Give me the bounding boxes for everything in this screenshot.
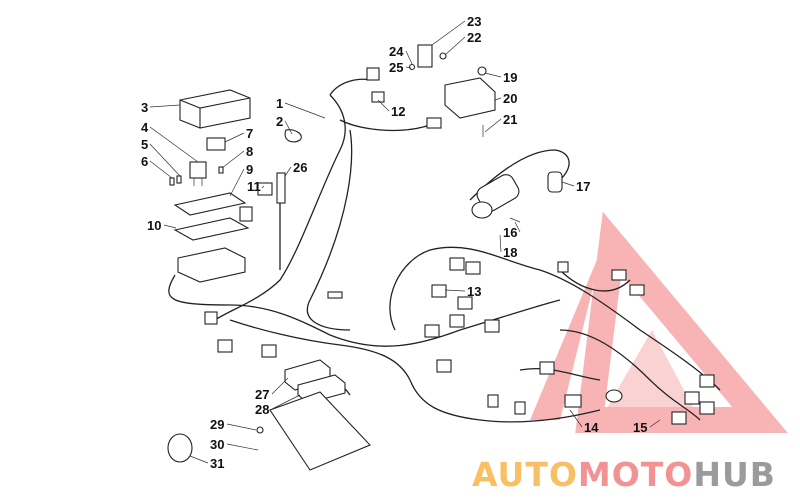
screw bbox=[256, 426, 264, 434]
screw bbox=[509, 217, 521, 223]
harness-connectors bbox=[204, 257, 715, 425]
callout-15: 15 bbox=[633, 420, 647, 435]
callout-8: 8 bbox=[246, 144, 253, 159]
callout-24: 24 bbox=[389, 44, 404, 59]
grommet bbox=[284, 129, 302, 143]
watermark-text: AUTOMOTOHUB bbox=[472, 456, 776, 494]
wiring-harness bbox=[168, 78, 721, 423]
watermark-moto: MOTO bbox=[577, 455, 694, 494]
callout-2: 2 bbox=[276, 114, 283, 129]
leader-line bbox=[149, 104, 181, 108]
relay-cover bbox=[206, 137, 226, 151]
callout-26: 26 bbox=[293, 160, 307, 175]
leader-line bbox=[484, 72, 502, 78]
leader-line bbox=[226, 423, 257, 431]
leader-line bbox=[261, 185, 265, 189]
leader-line bbox=[514, 221, 521, 233]
callout-4: 4 bbox=[141, 120, 149, 135]
leader-line bbox=[499, 234, 502, 253]
callout-3: 3 bbox=[141, 100, 148, 115]
fuse-box-base bbox=[177, 247, 246, 283]
sensor bbox=[276, 172, 286, 204]
callout-20: 20 bbox=[503, 91, 517, 106]
callout-11: 11 bbox=[247, 179, 261, 194]
callout-29: 29 bbox=[210, 417, 224, 432]
callout-23: 23 bbox=[467, 14, 481, 29]
callout-10: 10 bbox=[147, 218, 161, 233]
leader-line bbox=[229, 168, 245, 197]
callout-22: 22 bbox=[467, 30, 481, 45]
connector bbox=[371, 91, 385, 103]
screw bbox=[408, 63, 416, 71]
callout-31: 31 bbox=[210, 456, 224, 471]
leader-line bbox=[163, 224, 177, 229]
bracket bbox=[417, 44, 433, 68]
leader-line bbox=[226, 443, 259, 451]
callout-21: 21 bbox=[503, 112, 517, 127]
leader-line bbox=[569, 409, 583, 428]
cable-tie bbox=[167, 433, 193, 463]
leader-line bbox=[377, 99, 390, 112]
leader-line bbox=[224, 132, 245, 143]
leader-line bbox=[405, 66, 412, 69]
connector bbox=[239, 206, 253, 222]
connector bbox=[366, 67, 380, 81]
voltage-regulator bbox=[444, 77, 496, 119]
leader-line bbox=[149, 143, 181, 177]
leader-line bbox=[561, 181, 575, 187]
callout-30: 30 bbox=[210, 437, 224, 452]
mounting-plate bbox=[269, 391, 371, 471]
callout-17: 17 bbox=[576, 179, 590, 194]
leader-line bbox=[444, 289, 466, 292]
leader-line bbox=[189, 455, 209, 464]
leader-line bbox=[149, 126, 199, 163]
callout-7: 7 bbox=[246, 126, 253, 141]
leader-line bbox=[284, 166, 292, 177]
fuses bbox=[169, 166, 224, 186]
callout-19: 19 bbox=[503, 70, 517, 85]
leader-line bbox=[284, 102, 326, 119]
leader-line bbox=[444, 36, 466, 56]
callout-14: 14 bbox=[584, 420, 599, 435]
watermark-hub: HUB bbox=[693, 455, 776, 494]
callout-25: 25 bbox=[389, 60, 403, 75]
control-module bbox=[284, 359, 346, 404]
leader-line bbox=[484, 118, 502, 133]
callout-9: 9 bbox=[246, 162, 253, 177]
callout-18: 18 bbox=[503, 245, 517, 260]
callout-12: 12 bbox=[391, 104, 405, 119]
leader-line bbox=[494, 97, 502, 101]
circuit-board bbox=[173, 192, 247, 216]
callout-28: 28 bbox=[255, 402, 269, 417]
leader-line bbox=[149, 160, 173, 179]
leader-line bbox=[271, 394, 301, 410]
leader-line bbox=[431, 20, 466, 46]
washer bbox=[477, 66, 487, 76]
watermark-auto: AUTO bbox=[472, 455, 578, 494]
callout-16: 16 bbox=[503, 225, 517, 240]
callout-13: 13 bbox=[467, 284, 481, 299]
callout-6: 6 bbox=[141, 154, 148, 169]
callout-27: 27 bbox=[255, 387, 269, 402]
starter-solenoid bbox=[471, 174, 520, 219]
leader-line bbox=[271, 377, 289, 395]
gasket bbox=[173, 217, 250, 241]
callout-1: 1 bbox=[276, 96, 283, 111]
connector bbox=[257, 182, 273, 196]
callout-5: 5 bbox=[141, 137, 148, 152]
leader-line bbox=[284, 120, 293, 135]
leader-line bbox=[221, 150, 245, 169]
leader-line bbox=[405, 50, 413, 65]
connector bbox=[426, 117, 442, 129]
leader-line bbox=[649, 419, 661, 428]
relay bbox=[189, 161, 207, 186]
fuse-box-cover bbox=[179, 89, 251, 129]
nut bbox=[439, 52, 447, 60]
power-outlet bbox=[547, 171, 563, 193]
